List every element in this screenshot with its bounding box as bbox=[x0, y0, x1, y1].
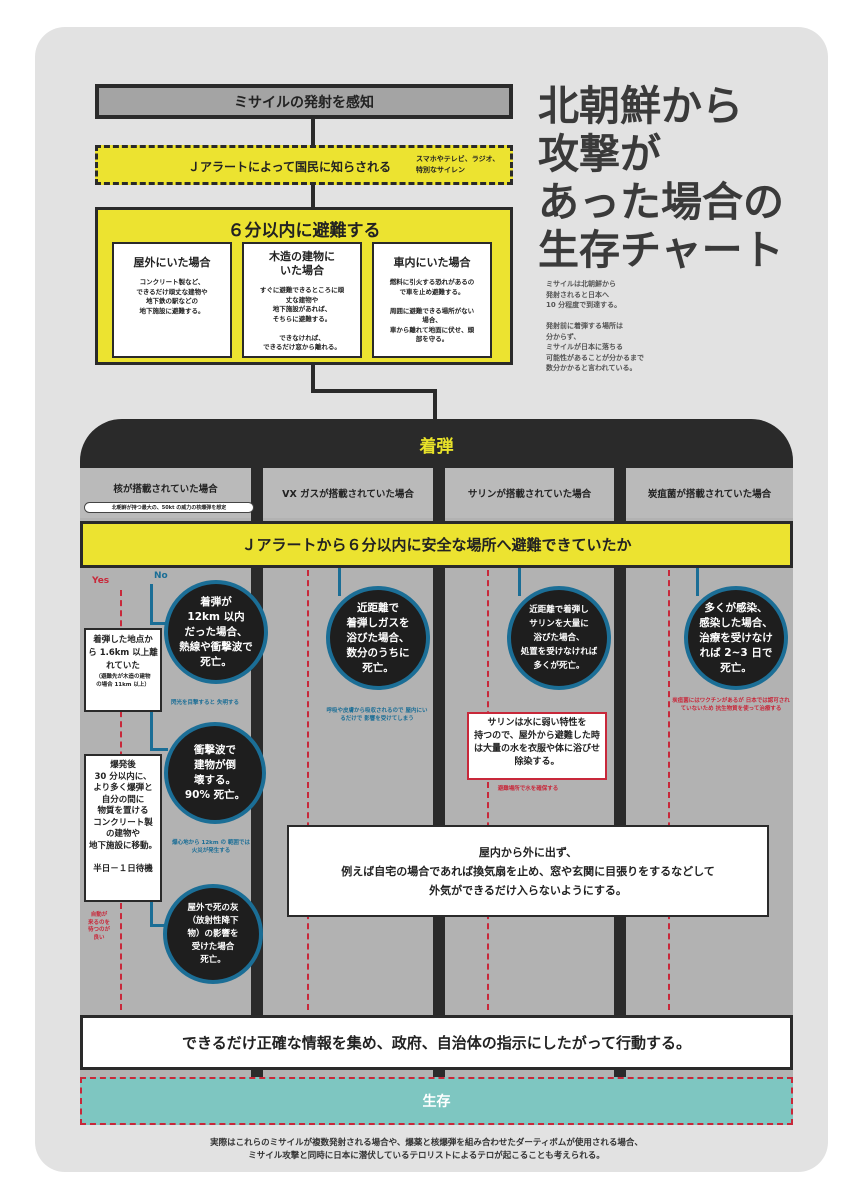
nuclear-fallout-circle: 屋外で死の灰 （放射性降下 物）の影響を 受けた場合 死亡。 bbox=[163, 884, 263, 984]
no-path bbox=[518, 568, 521, 596]
nuclear-shelter-note: 自動が 来るのを 待つのが 良い bbox=[88, 912, 111, 941]
vx-note: 呼吸や皮膚から吸収されるので 屋内にいるだけで 影響を受けてしまう bbox=[326, 708, 428, 722]
connector bbox=[433, 389, 437, 421]
lane-divider bbox=[433, 469, 445, 1079]
yes-path bbox=[668, 570, 670, 1010]
lane-divider bbox=[614, 469, 626, 1079]
no-label: No bbox=[154, 571, 168, 581]
yes-path bbox=[487, 570, 489, 1010]
sarin-death-circle: 近距離で着弾し サリンを大量に 浴びた場合、 処置を受けなければ 多くが死亡。 bbox=[507, 586, 611, 690]
connector bbox=[311, 365, 315, 391]
anthrax-note: 炭疽菌にはワクチンがあるが 日本では認可されていないため 抗生物質を使って治療す… bbox=[672, 698, 790, 712]
no-path bbox=[150, 924, 168, 927]
connector bbox=[311, 389, 437, 393]
footer-note: 実際はこれらのミサイルが複数発射される場合や、爆薬と核爆弾を組み合わせたダーティ… bbox=[210, 1138, 643, 1161]
jalert-label: Ｊアラートによって国民に知らされる bbox=[188, 160, 392, 174]
nuclear-death-circle: 着弾が 12km 以内 だった場合、 熱線や衝撃波で 死亡。 bbox=[164, 580, 268, 684]
survive-bar: 生存 bbox=[80, 1077, 793, 1125]
nuclear-note-fire: 爆心地から 12km の 範囲では火災が発生する bbox=[172, 840, 250, 854]
question-bar: Ｊアラートから６分以内に安全な場所へ避難できていたか bbox=[80, 521, 793, 568]
no-path bbox=[150, 584, 153, 624]
place-wooden-building: 木造の建物に いた場合 すぐに避難できるところに頑 丈な建物や 地下施設があれば… bbox=[242, 242, 362, 358]
evacuate-title: ６分以内に避難する bbox=[227, 221, 381, 241]
connector bbox=[311, 119, 315, 146]
side-note: ミサイルは北朝鮮から 発射されると日本へ 10 分程度で到達する。 発射前に着弾… bbox=[546, 280, 644, 372]
anthrax-death-circle: 多くが感染、 感染した場合、 治療を受けなけ れば 2~3 日で 死亡。 bbox=[684, 586, 788, 690]
step-jalert: Ｊアラートによって国民に知らされる スマホやテレビ、ラジオ、 特別なサイレン bbox=[95, 145, 513, 185]
place-car: 車内にいた場合 燃料に引火する恐れがあるの で車を止め避難する。 周囲に避難でき… bbox=[372, 242, 492, 358]
yes-path bbox=[307, 570, 309, 1010]
final-instruction: できるだけ正確な情報を集め、政府、自治体の指示にしたがって行動する。 bbox=[80, 1015, 793, 1070]
step-detect: ミサイルの発射を感知 bbox=[95, 84, 513, 119]
connector bbox=[311, 185, 315, 208]
no-path bbox=[150, 622, 168, 625]
sarin-decontam-box: サリンは水に弱い特性を 持つので、屋外から避難した時 は大量の水を衣服や体に浴び… bbox=[467, 712, 607, 780]
place-outdoor: 屋外にいた場合 コンクリート製など、 できるだけ頑丈な建物や 地下鉄の駅などの … bbox=[112, 242, 232, 358]
category-note: 北朝鮮が持つ最大の、50kt の威力の核爆弾を想定 bbox=[84, 502, 254, 513]
jalert-note: スマホやテレビ、ラジオ、 特別なサイレン bbox=[416, 155, 500, 174]
vx-death-circle: 近距離で 着弾しガスを 浴びた場合、 数分のうちに 死亡。 bbox=[326, 586, 430, 690]
category-sarin: サリンが搭載されていた場合 bbox=[445, 468, 614, 518]
no-path bbox=[338, 568, 341, 596]
category-vx: VX ガスが搭載されていた場合 bbox=[263, 468, 433, 518]
sarin-note: 避難場所で水を確保する bbox=[497, 786, 559, 792]
nuclear-distance-box: 着弾した地点か ら 1.6km 以上離 れていた （避難先が木造の建物 の場合 … bbox=[84, 628, 162, 712]
nuclear-shelter-box: 爆発後 30 分以内に、 より多く爆弾と 自分の間に 物質を置ける コンクリート… bbox=[84, 754, 162, 902]
impact-title: 着弾 bbox=[80, 419, 793, 469]
step-evacuate: ６分以内に避難する 屋外にいた場合 コンクリート製など、 できるだけ頑丈な建物や… bbox=[95, 207, 513, 365]
indoor-instruction-box: 屋内から外に出ず、 例えば自宅の場合であれば換気扇を止め、窓や玄関に目張りをする… bbox=[287, 825, 769, 917]
page-title: 北朝鮮から 攻撃が あった場合の 生存チャート bbox=[538, 82, 784, 274]
yes-label: Yes bbox=[92, 576, 110, 586]
category-anthrax: 炭疽菌が搭載されていた場合 bbox=[626, 468, 793, 518]
nuclear-shockwave-circle: 衝撃波で 建物が倒 壊する。 90% 死亡。 bbox=[164, 722, 266, 824]
no-path bbox=[150, 712, 153, 750]
no-path bbox=[150, 748, 168, 751]
nuclear-note-flash: 閃光を目撃すると 失明する bbox=[171, 700, 239, 706]
no-path bbox=[696, 568, 699, 596]
